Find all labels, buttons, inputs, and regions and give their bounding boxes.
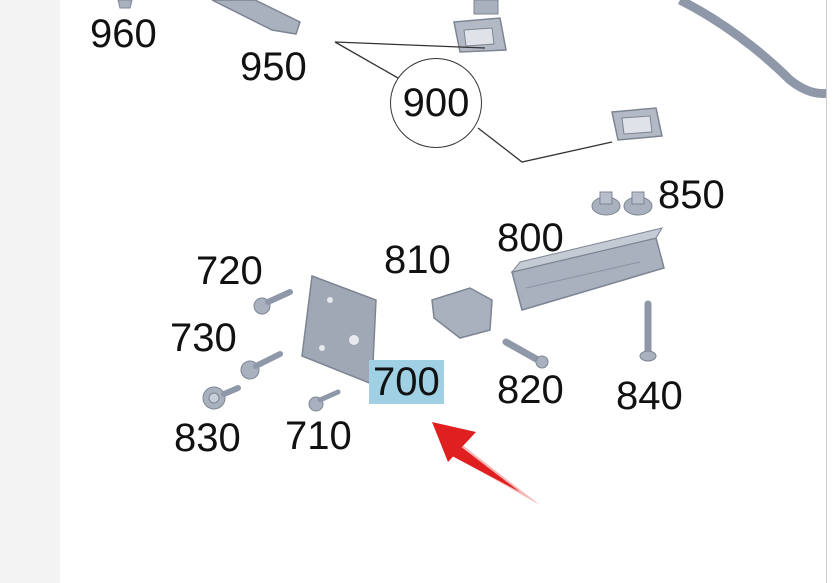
part-720-shape	[253, 289, 293, 315]
part-830-shape	[202, 385, 241, 410]
part-label-730: 730	[170, 316, 237, 360]
part-label-850: 850	[658, 173, 725, 217]
part-800-shape	[510, 227, 665, 311]
leader-900	[334, 41, 613, 163]
part-710-shape	[308, 389, 341, 412]
part-label-840: 840	[616, 374, 683, 418]
part-810-shape	[431, 287, 493, 339]
part-960-shape	[117, 0, 133, 9]
part-900-clip-right	[611, 107, 663, 141]
pointer-arrow	[432, 422, 540, 505]
part-820-shape	[502, 338, 549, 369]
part-label-720: 720	[196, 249, 263, 293]
part-730-shape	[240, 351, 283, 380]
part-950-shape	[211, 0, 301, 35]
part-label-700-highlighted: 700	[369, 360, 444, 404]
part-label-950: 950	[240, 45, 307, 89]
cable-line	[677, 0, 833, 98]
part-label-830: 830	[174, 416, 241, 460]
part-900-clip-top	[453, 0, 507, 53]
part-label-800: 800	[497, 216, 564, 260]
group-callout-900: 900	[390, 58, 482, 148]
part-840-shape	[639, 300, 657, 362]
part-label-810: 810	[384, 238, 451, 282]
part-label-960: 960	[90, 12, 157, 56]
window-edge	[826, 0, 833, 583]
part-850-shape	[591, 191, 653, 216]
part-label-710: 710	[285, 414, 352, 458]
part-label-820: 820	[497, 368, 564, 412]
